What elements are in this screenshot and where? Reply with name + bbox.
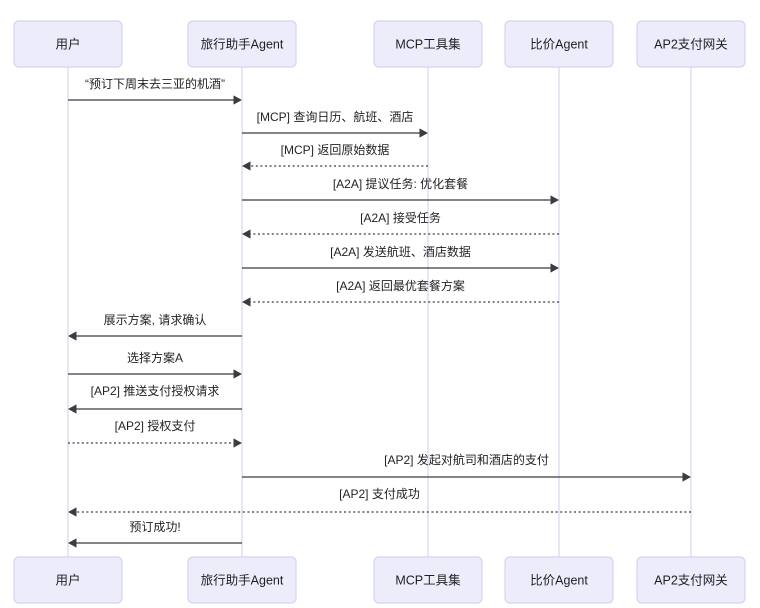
message-9[interactable]: 选择方案A [68,350,242,379]
lifelines-layer [67,67,692,557]
actor-boxes-top-layer: 用户 旅行助手Agent MCP工具集 比价Agent AP2支付网关 [13,20,746,68]
message-14[interactable]: 预订成功! [68,520,242,548]
actor-label-travel_agent-bottom: 旅行助手Agent [201,573,284,587]
message-label-7: [A2A] 返回最优套餐方案 [336,278,465,293]
actor-label-user-top: 用户 [55,36,80,51]
message-label-11: [AP2] 授权支付 [115,418,196,433]
message-arrowhead-2 [419,128,428,138]
actor-label-price_agent-bottom: 比价Agent [530,573,588,587]
actor-label-travel_agent-top: 旅行助手Agent [201,37,284,51]
message-label-14: 预订成功! [129,520,180,534]
actor-price_agent-top[interactable]: 比价Agent [504,20,614,68]
message-2[interactable]: [MCP] 查询日历、航班、酒店 [242,109,428,138]
message-label-2: [MCP] 查询日历、航班、酒店 [257,109,414,124]
messages-layer: “预订下周末去三亚的机酒” [MCP] 查询日历、航班、酒店 [MCP] 返回原始数… [68,76,691,548]
message-arrowhead-13 [68,507,77,517]
message-8[interactable]: 展示方案, 请求确认 [68,312,242,341]
message-7[interactable]: [A2A] 返回最优套餐方案 [242,278,559,307]
actor-box-price_agent-bottom [504,556,614,604]
actor-label-user-bottom: 用户 [55,572,80,587]
message-arrowhead-9 [233,369,242,379]
message-label-12: [AP2] 发起对航司和酒店的支付 [384,452,549,467]
message-label-4: [A2A] 提议任务: 优化套餐 [333,176,468,191]
message-arrowhead-7 [242,297,251,307]
message-13[interactable]: [AP2] 支付成功 [68,487,691,517]
message-5[interactable]: [A2A] 接受任务 [242,210,559,239]
actor-box-user-bottom [13,556,123,604]
message-3[interactable]: [MCP] 返回原始数据 [242,142,428,171]
actor-box-mcp_tools-bottom [373,556,483,604]
message-arrowhead-5 [242,229,251,239]
message-label-1: “预订下周末去三亚的机酒” [85,76,225,91]
actor-mcp_tools-top[interactable]: MCP工具集 [373,20,483,68]
actor-label-mcp_tools-top: MCP工具集 [395,36,461,51]
actor-travel_agent-top[interactable]: 旅行助手Agent [187,20,297,68]
message-label-10: [AP2] 推送支付授权请求 [91,383,220,398]
message-label-13: [AP2] 支付成功 [339,487,420,501]
message-arrowhead-14 [68,538,77,548]
actor-label-ap2_gateway-bottom: AP2支付网关 [654,573,728,587]
message-label-9: 选择方案A [127,350,183,365]
actor-box-mcp_tools-top [373,20,483,68]
actor-price_agent-bottom[interactable]: 比价Agent [504,556,614,604]
actor-label-price_agent-top: 比价Agent [530,37,588,51]
actor-box-price_agent-top [504,20,614,68]
actor-box-ap2_gateway-top [636,20,746,68]
actor-travel_agent-bottom[interactable]: 旅行助手Agent [187,556,297,604]
actor-box-user-top [13,20,123,68]
message-10[interactable]: [AP2] 推送支付授权请求 [68,383,242,414]
actor-ap2_gateway-bottom[interactable]: AP2支付网关 [636,556,746,604]
actor-boxes-bottom-layer: 用户 旅行助手Agent MCP工具集 比价Agent AP2支付网关 [13,556,746,604]
actor-box-travel_agent-top [187,20,297,68]
message-label-3: [MCP] 返回原始数据 [281,142,390,157]
actor-user-bottom[interactable]: 用户 [13,556,123,604]
message-12[interactable]: [AP2] 发起对航司和酒店的支付 [242,452,691,482]
message-arrowhead-8 [68,331,77,341]
message-arrowhead-10 [68,404,77,414]
message-arrowhead-3 [242,161,251,171]
actor-label-mcp_tools-bottom: MCP工具集 [395,572,461,587]
message-label-6: [A2A] 发送航班、酒店数据 [330,244,471,259]
message-arrowhead-4 [550,195,559,205]
message-1[interactable]: “预订下周末去三亚的机酒” [68,76,242,105]
actor-user-top[interactable]: 用户 [13,20,123,68]
message-arrowhead-12 [682,472,691,482]
actor-box-travel_agent-bottom [187,556,297,604]
actor-box-ap2_gateway-bottom [636,556,746,604]
message-arrowhead-1 [233,95,242,105]
message-label-8: 展示方案, 请求确认 [104,312,207,327]
message-11[interactable]: [AP2] 授权支付 [68,418,242,448]
message-arrowhead-6 [550,263,559,273]
actor-label-ap2_gateway-top: AP2支付网关 [654,37,728,51]
message-label-5: [A2A] 接受任务 [360,210,441,225]
message-arrowhead-11 [233,438,242,448]
actor-mcp_tools-bottom[interactable]: MCP工具集 [373,556,483,604]
message-4[interactable]: [A2A] 提议任务: 优化套餐 [242,176,559,205]
actor-ap2_gateway-top[interactable]: AP2支付网关 [636,20,746,68]
message-6[interactable]: [A2A] 发送航班、酒店数据 [242,244,559,273]
